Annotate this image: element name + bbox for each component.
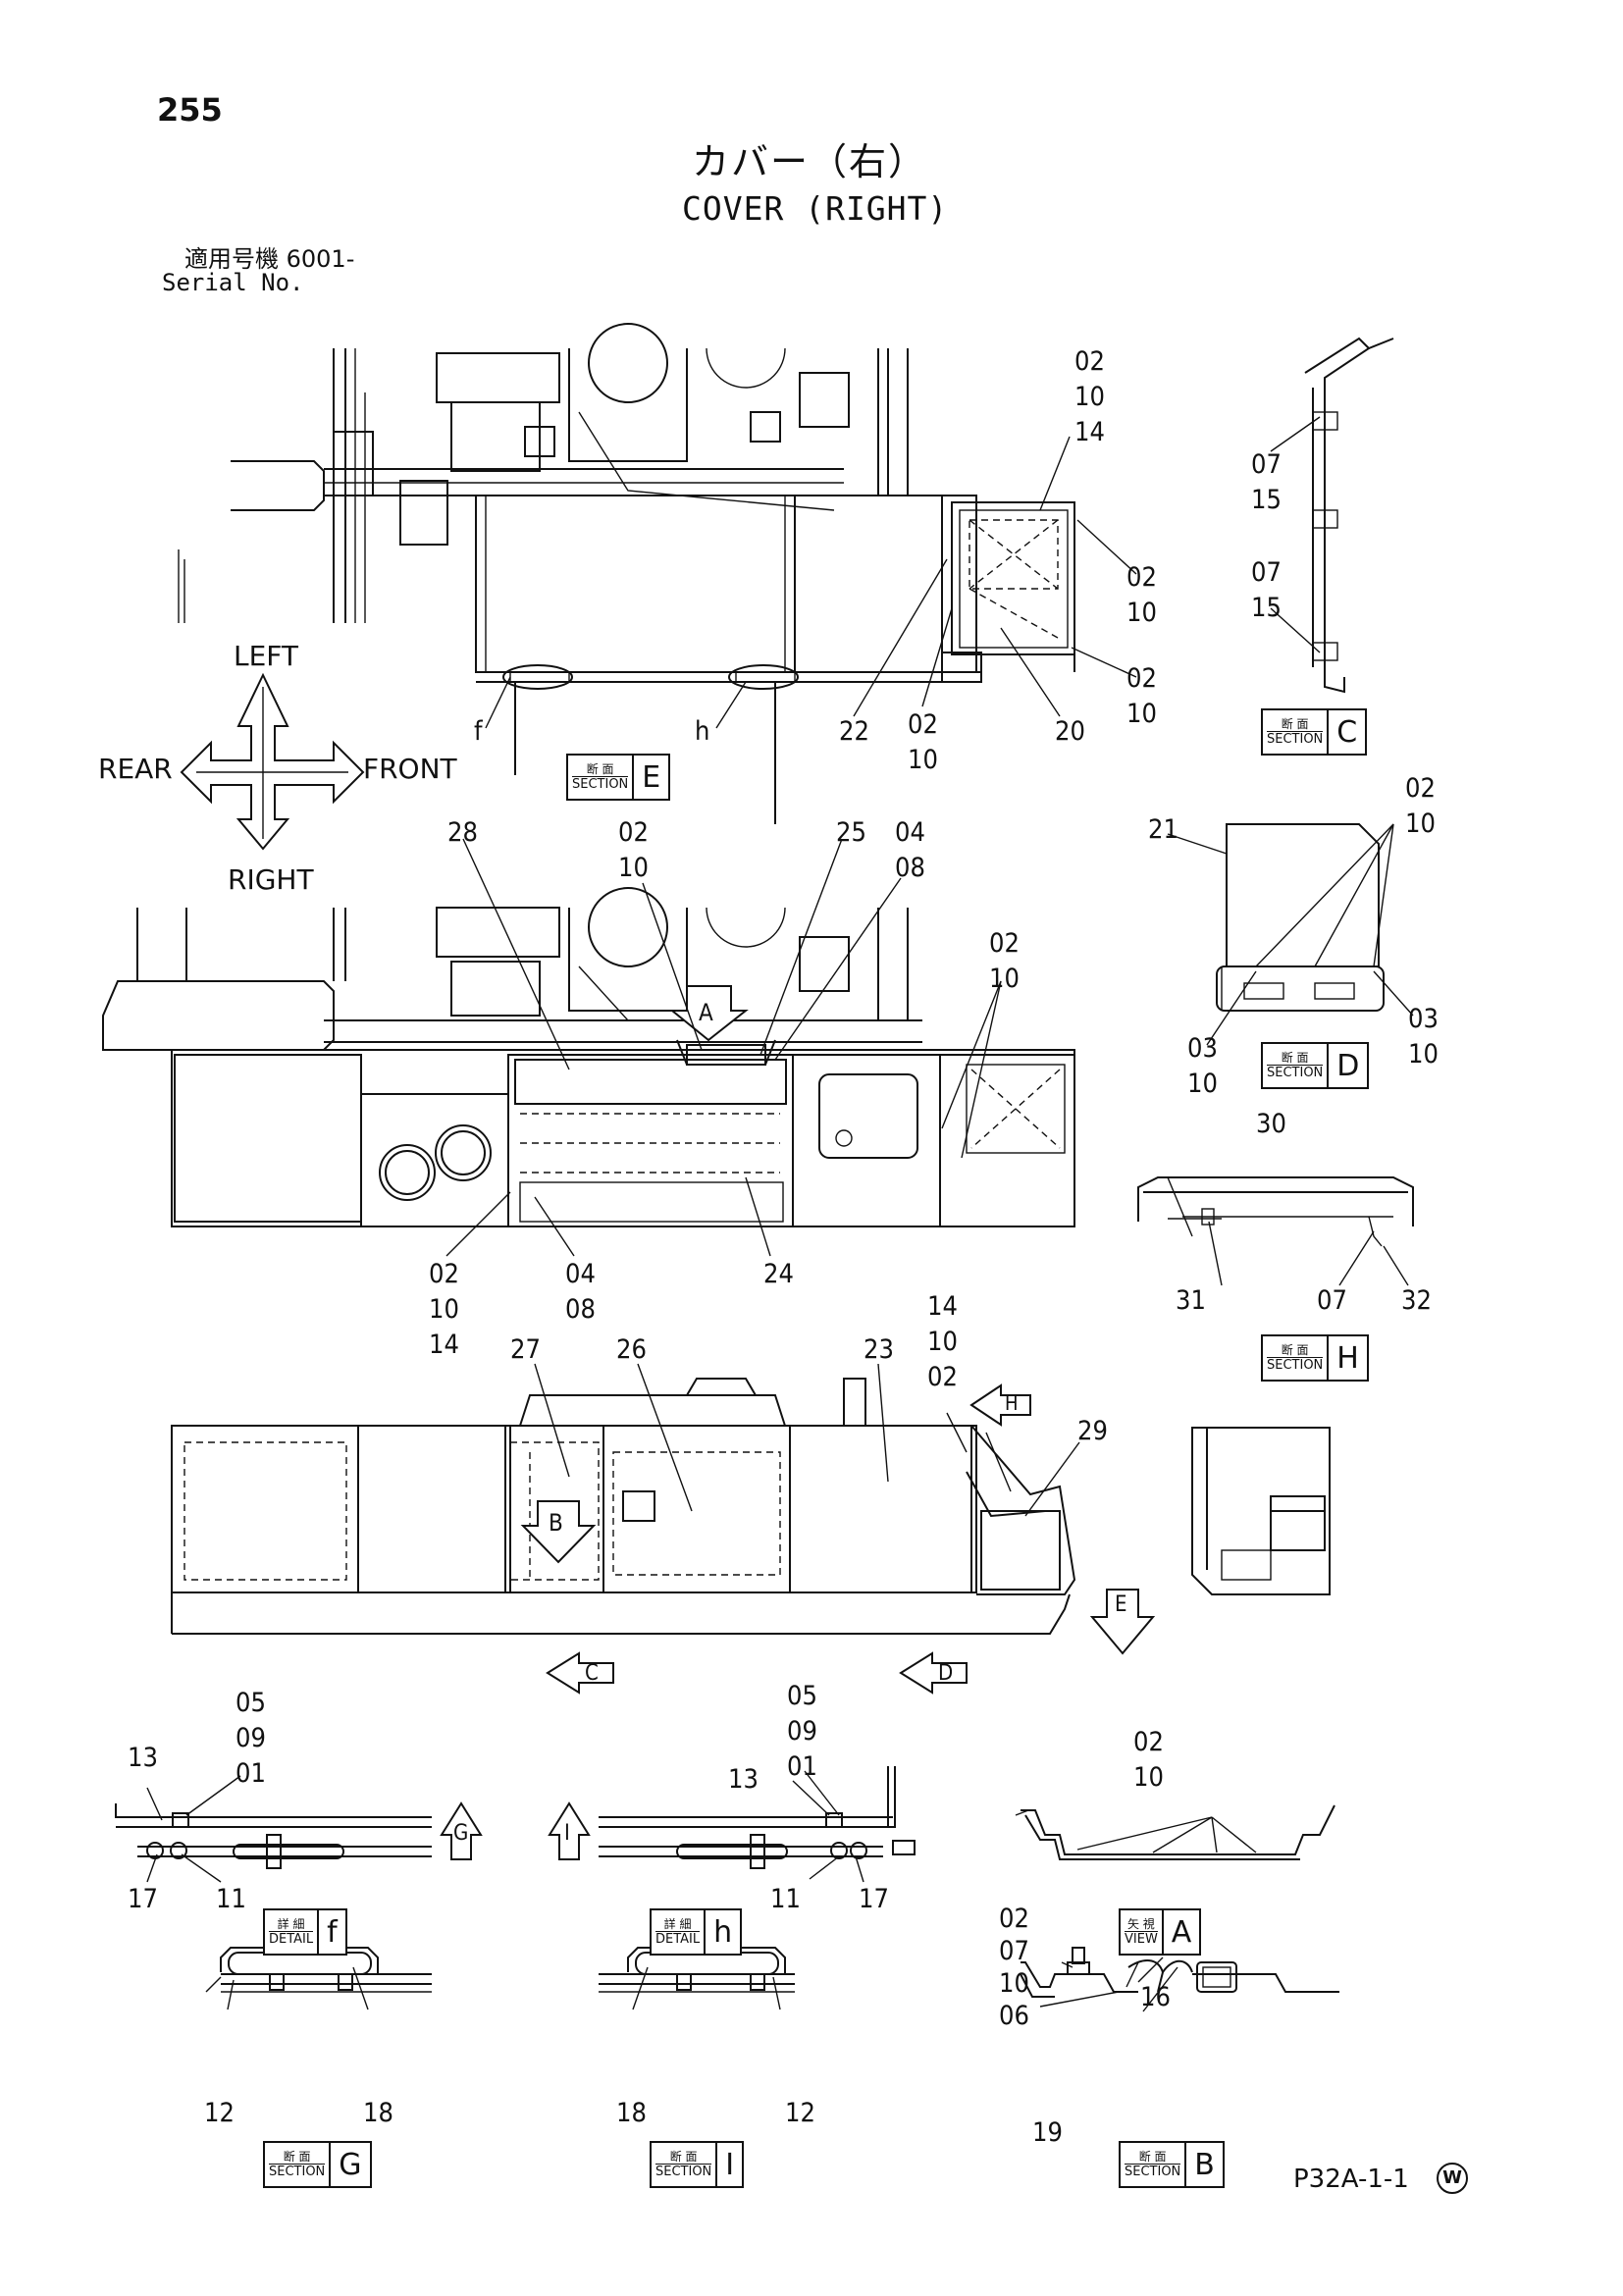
direction-arrows: [180, 672, 365, 851]
section-h-view: [1137, 1176, 1414, 1286]
serial-number-english: Serial No.: [162, 269, 304, 296]
callout-h-13: 13: [728, 1764, 759, 1795]
callout-26: 26: [616, 1334, 647, 1365]
serial-number-japanese: 適用号機 6001-: [184, 245, 355, 273]
callout-f-17: 17: [128, 1884, 158, 1914]
callout-f: f: [474, 716, 483, 747]
arrow-c-letter: C: [585, 1661, 599, 1686]
middle-plan-view: [102, 838, 1075, 1257]
drawing-code: P32A-1-1: [1293, 2165, 1409, 2194]
side-elevation-view: [171, 1363, 1156, 1695]
section-c-view: [1270, 337, 1394, 694]
callout-25: 25: [836, 817, 866, 848]
arrow-a-letter: A: [699, 999, 713, 1026]
callout-h-17: 17: [859, 1884, 889, 1914]
callout-f-13: 13: [128, 1743, 158, 1773]
arrow-b-letter: B: [549, 1509, 563, 1537]
callout-g-18: 18: [363, 2098, 393, 2128]
callout-19: 19: [1032, 2117, 1063, 2148]
callout-16: 16: [1140, 1982, 1171, 2012]
page-number: 255: [157, 91, 223, 129]
arrow-e-letter: E: [1115, 1592, 1127, 1617]
direction-left-label: LEFT: [234, 640, 299, 672]
callout-21: 21: [1148, 814, 1178, 845]
top-plan-view: [178, 323, 1137, 824]
direction-right-label: RIGHT: [228, 863, 314, 896]
detail-h-view: [548, 1766, 916, 1883]
arrow-g-letter: G: [453, 1821, 469, 1846]
callout-g-12: 12: [204, 2098, 235, 2128]
section-d-view: [1167, 823, 1414, 1046]
detail-f-view: [115, 1775, 483, 1883]
callout-27: 27: [510, 1334, 541, 1365]
arrow-d-letter: D: [938, 1661, 954, 1686]
callout-31: 31: [1176, 1285, 1206, 1316]
title-english: COVER (RIGHT): [682, 189, 949, 228]
direction-rear-label: REAR: [98, 753, 173, 785]
callout-23: 23: [864, 1334, 894, 1365]
direction-front-label: FRONT: [363, 753, 457, 785]
side-small-view: [1191, 1427, 1331, 1595]
view-a: [1015, 1804, 1335, 1860]
callout-29: 29: [1077, 1416, 1108, 1446]
callout-i-18: 18: [616, 2098, 647, 2128]
callout-f-11: 11: [216, 1884, 246, 1914]
section-g-view: [205, 1947, 432, 2010]
callout-28: 28: [447, 817, 478, 848]
section-b-view: [1020, 1947, 1339, 2012]
arrow-i-letter: I: [564, 1821, 570, 1846]
callout-i-12: 12: [785, 2098, 815, 2128]
w-mark: W: [1437, 2163, 1468, 2194]
callout-20: 20: [1055, 716, 1085, 747]
title-japanese: カバー（右）: [692, 140, 928, 183]
callout-22: 22: [839, 716, 869, 747]
callout-30: 30: [1256, 1109, 1286, 1139]
callout-07: 07: [1317, 1285, 1347, 1316]
callout-32: 32: [1401, 1285, 1432, 1316]
section-i-view: [599, 1947, 795, 2010]
callout-h: h: [695, 716, 710, 747]
arrow-h-letter: H: [1005, 1391, 1019, 1415]
callout-h-11: 11: [770, 1884, 801, 1914]
callout-24: 24: [763, 1259, 794, 1289]
